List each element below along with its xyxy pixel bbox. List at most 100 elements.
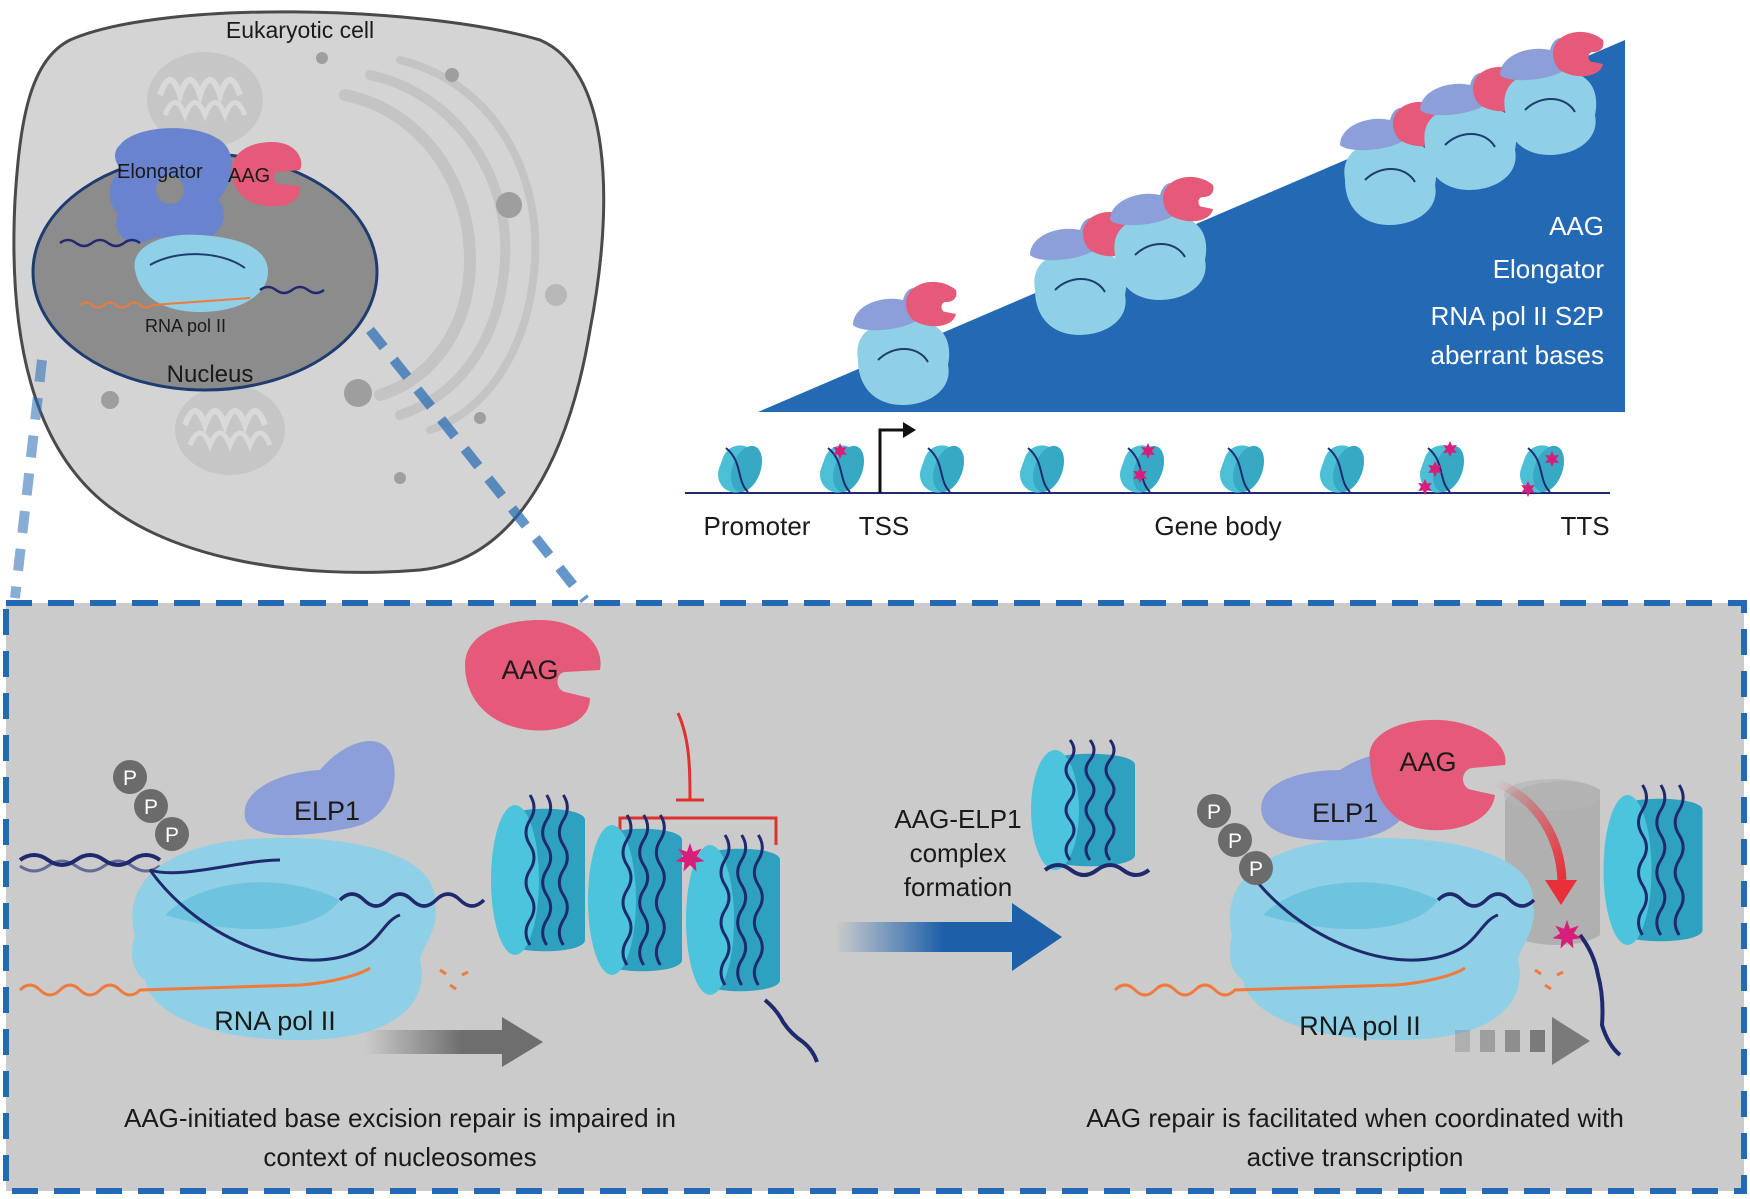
phospho-left-1: P — [123, 767, 137, 790]
aag-label-free: AAG — [501, 655, 558, 685]
track-lesion — [1133, 467, 1147, 483]
aag-label-cell: AAG — [228, 165, 270, 187]
track-lesion — [833, 443, 847, 459]
track-lesion — [1428, 461, 1442, 477]
wedge-complex-1 — [1030, 211, 1134, 335]
wedge-polymerase — [1504, 70, 1597, 155]
left-nucleosome-array — [491, 794, 780, 995]
phospho-right-3: P — [1249, 858, 1263, 881]
wedge-complex-5 — [1500, 31, 1604, 155]
repair-arrow — [1493, 777, 1567, 881]
inhibition-line — [676, 712, 692, 801]
progress-arrow-left-head — [502, 1017, 543, 1067]
displaced-nucleosome-body — [1031, 739, 1135, 870]
wedge-complex-0 — [853, 281, 957, 405]
aag-protein-cell — [232, 142, 302, 207]
track-label-tss: TSS — [859, 511, 910, 541]
cell-vesicles — [101, 52, 567, 484]
polymerase-right — [1229, 837, 1534, 1040]
track-lesion — [1521, 481, 1535, 497]
polymerase-label-left: RNA pol II — [214, 1006, 336, 1036]
caption-left-line1: AAG-initiated base excision repair is im… — [124, 1103, 676, 1133]
transition-arrow-head — [1012, 903, 1062, 971]
rna-right — [1113, 966, 1466, 997]
track-label-gene-body: Gene body — [1154, 511, 1281, 541]
phospho-right-2: P — [1228, 830, 1242, 853]
wedge-aag — [906, 281, 957, 327]
phospho-right-1: P — [1207, 801, 1221, 824]
elp1-label-left: ELP1 — [294, 796, 360, 826]
lesion-right — [1552, 920, 1582, 949]
track-nucleosome-5 — [1219, 445, 1265, 493]
eukaryotic-cell: Eukaryotic cell Elongator AAG RNA pol II… — [12, 10, 606, 574]
left-scene: ELP1 P P P RNA pol II AAG — [18, 620, 819, 1172]
caption-right-line2: active transcription — [1247, 1142, 1464, 1172]
polymerase-cell — [134, 234, 268, 312]
track-nucleosome-2 — [919, 445, 965, 493]
left-nucleosome-3 — [686, 834, 780, 995]
elongator-label: Elongator — [117, 161, 203, 183]
track-nucleosome-1 — [819, 443, 865, 493]
gradient-panel: AAG Elongator RNA pol II S2P aberrant ba… — [685, 31, 1625, 541]
progress-arrow-right — [1455, 1017, 1590, 1065]
wedge-elongator — [853, 288, 924, 331]
repair-arrowhead — [1545, 880, 1577, 905]
caption-right-line1: AAG repair is facilitated when coordinat… — [1086, 1103, 1624, 1133]
mitochondrion-top — [147, 52, 263, 148]
dna-left-outgoing — [763, 998, 819, 1063]
elp1-left — [244, 741, 395, 836]
elongator-complex — [109, 128, 233, 243]
right-scene: ELP1 AAG P P P RNA pol II — [1031, 719, 1703, 1172]
progress-arrow-left-shaft — [365, 1030, 505, 1054]
wedge-polymerase — [857, 320, 950, 405]
wedge-polymerase — [1034, 250, 1127, 335]
wedge-complexes — [853, 31, 1604, 405]
legend-elongator: Elongator — [1493, 254, 1605, 284]
dna-right-incoming — [1043, 863, 1151, 877]
track-label-tts: TTS — [1560, 511, 1609, 541]
wedge-polymerase — [1344, 140, 1437, 225]
polymerase-label-right: RNA pol II — [1299, 1011, 1421, 1041]
track-nucleosome-8 — [1519, 445, 1565, 497]
track-lesion — [1545, 451, 1559, 467]
wedge-aag — [1163, 176, 1214, 222]
track-nucleosome-3 — [1019, 445, 1065, 493]
wedge-elongator — [1420, 73, 1491, 116]
track-nucleosome-4 — [1119, 443, 1165, 493]
dna-strand-cell — [59, 238, 325, 295]
rna-strand-cell — [79, 297, 251, 309]
track-nucleosome-0 — [717, 445, 763, 493]
aag-bound — [1369, 719, 1506, 831]
wedge-polymerase — [1424, 105, 1517, 190]
phospho-group-right: P P P — [1197, 794, 1273, 885]
track-lesion — [1443, 441, 1457, 457]
track-nucleosome-6 — [1319, 445, 1365, 493]
phospho-left-3: P — [165, 824, 179, 847]
rna-left — [18, 966, 371, 997]
aag-free — [465, 620, 601, 731]
tss-arrow — [878, 428, 905, 493]
left-nucleosome-1 — [491, 794, 585, 955]
transition: AAG-ELP1 complex formation — [835, 804, 1062, 971]
front-nucleosome-body — [1603, 784, 1703, 945]
inset-panel: ELP1 P P P RNA pol II AAG — [3, 600, 1747, 1194]
dna-left-incoming — [18, 853, 162, 867]
wedge-elongator — [1340, 108, 1411, 151]
wedge-aag — [1553, 31, 1604, 77]
track-nucleosome-7 — [1418, 441, 1465, 495]
zoom-lines — [10, 326, 589, 604]
legend-aag: AAG — [1549, 211, 1604, 241]
caption-left-line2: context of nucleosomes — [263, 1142, 536, 1172]
transition-arrow-shaft — [835, 922, 1015, 952]
track-lesion — [1418, 479, 1432, 495]
front-nucleosome — [1603, 784, 1703, 945]
aag-label-bound: AAG — [1399, 747, 1456, 777]
transition-line2: complex — [910, 838, 1007, 868]
tss-arrowhead — [903, 422, 916, 438]
elp1-label-right: ELP1 — [1312, 798, 1378, 828]
polymerase-left — [132, 837, 436, 1040]
wedge-elongator — [1030, 218, 1101, 261]
polymerase-label-cell: RNA pol II — [145, 316, 226, 336]
lesion-left — [675, 843, 705, 872]
